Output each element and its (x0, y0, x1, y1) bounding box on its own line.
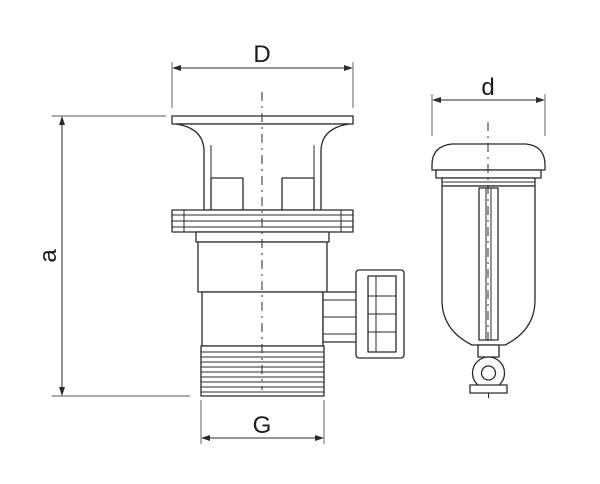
base-bar (469, 384, 508, 394)
dimension-label-G: G (253, 412, 272, 439)
dimension-label-d: d (481, 74, 494, 101)
dimension-d: d (431, 74, 546, 136)
overflow-connector (322, 269, 405, 359)
dimension-D: D (171, 41, 354, 108)
inner-tab-right (281, 177, 315, 211)
stem (477, 344, 500, 358)
dimension-G: G (200, 400, 325, 444)
dimension-a: a (35, 115, 190, 397)
waste-valve-side-view: D (35, 41, 405, 444)
inner-tab-left (210, 177, 244, 211)
dimension-label-a: a (35, 249, 62, 263)
dimension-label-D: D (253, 41, 270, 68)
plug-side-view: d (431, 74, 546, 398)
eye-ring-inner (480, 365, 497, 381)
